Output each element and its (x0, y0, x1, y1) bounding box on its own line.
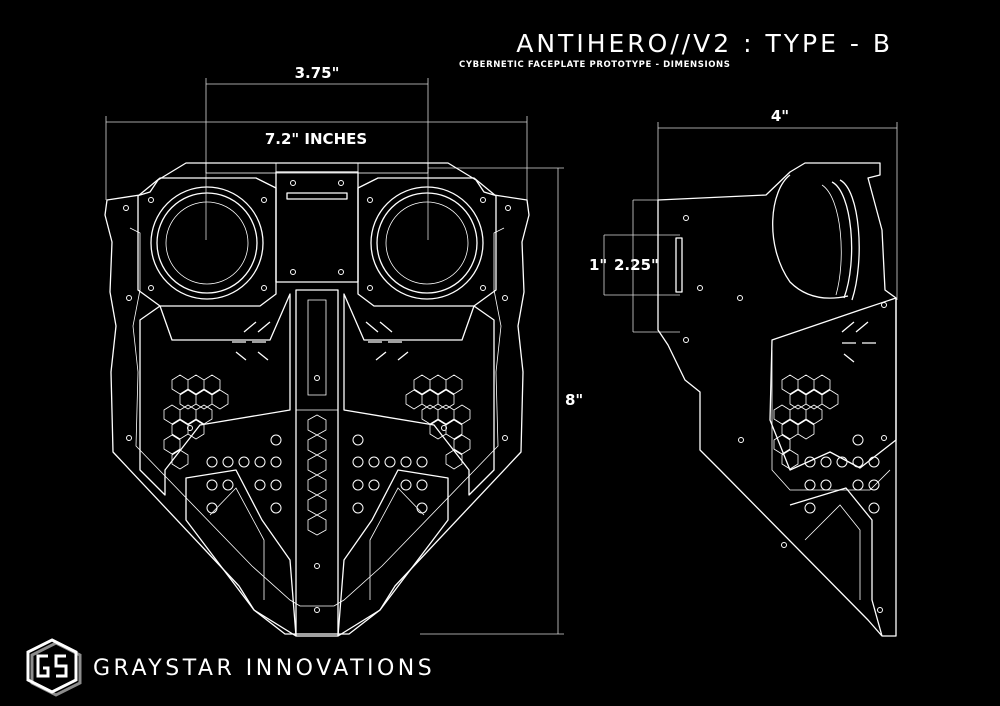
gs-logo-icon (26, 638, 82, 697)
lens-small-label: 1" (589, 256, 607, 274)
eye-spacing-label: 3.75" (295, 64, 340, 82)
eye-spacing-dimension: 3.75" (205, 64, 429, 240)
total-width-dimension: 7.2" INCHES (105, 116, 528, 200)
side-depth-label: 4" (771, 107, 789, 125)
lens-large-label: 2.25" (614, 256, 659, 274)
height-dimension: 8" (420, 167, 583, 635)
page-subtitle: CYBERNETIC FACEPLATE PROTOTYPE - DIMENSI… (459, 60, 731, 70)
brand-name: GRAYSTAR INNOVATIONS (93, 656, 435, 681)
side-view-faceplate (657, 162, 897, 637)
side-depth-dimension: 4" (657, 107, 898, 300)
lens-small-dimension: 1" (589, 234, 680, 296)
height-label: 8" (565, 391, 583, 409)
front-view-faceplate (104, 162, 530, 637)
page-title: ANTIHERO//V2 : TYPE - B (516, 29, 893, 58)
total-width-label: 7.2" INCHES (265, 130, 367, 148)
lens-large-dimension: 2.25" (614, 199, 680, 333)
